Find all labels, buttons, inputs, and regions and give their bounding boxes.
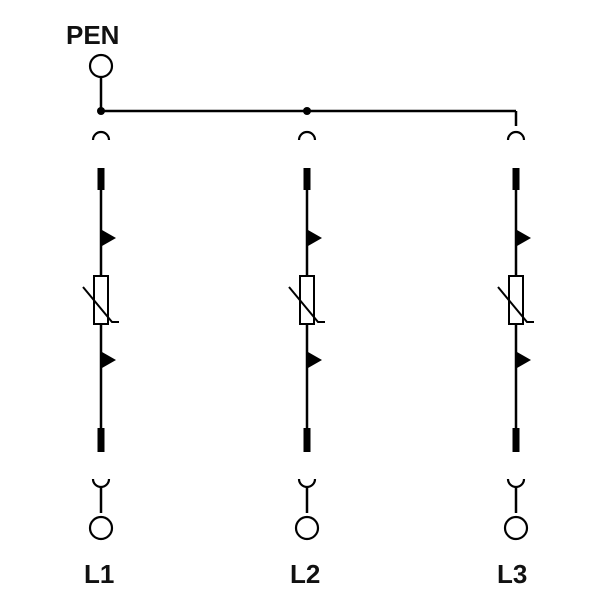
phase-label-l2: L2: [290, 559, 320, 589]
junction-dot-2: [303, 107, 311, 115]
phase-label-l3: L3: [497, 559, 527, 589]
bottom-socket-icon-1: [91, 478, 111, 489]
junction-dot-1: [97, 107, 105, 115]
varistor-slash-2: [288, 286, 325, 323]
varistor-body-1: [93, 275, 109, 325]
top-socket-icon-1: [91, 130, 111, 141]
phase-terminal-icon-2: [294, 515, 320, 541]
top-socket-icon-3: [506, 130, 526, 141]
lower-arrow-icon-1: [102, 352, 116, 368]
bottom-socket-icon-2: [297, 478, 317, 489]
upper-arrow-icon-1: [102, 230, 116, 246]
phase-terminal-icon-1: [88, 515, 114, 541]
upper-arrow-icon-3: [517, 230, 531, 246]
lower-arrow-icon-2: [308, 352, 322, 368]
varistor-slash-3: [497, 286, 534, 323]
pen-label: PEN: [66, 20, 119, 50]
upper-arrow-icon-2: [308, 230, 322, 246]
varistor-slash-1: [82, 286, 119, 323]
phase-label-l1: L1: [84, 559, 114, 589]
bottom-socket-icon-3: [506, 478, 526, 489]
lower-arrow-icon-3: [517, 352, 531, 368]
varistor-body-2: [299, 275, 315, 325]
pen-terminal-icon: [88, 53, 114, 79]
phase-terminal-icon-3: [503, 515, 529, 541]
top-socket-icon-2: [297, 130, 317, 141]
varistor-body-3: [508, 275, 524, 325]
phase-branches: [82, 130, 534, 541]
